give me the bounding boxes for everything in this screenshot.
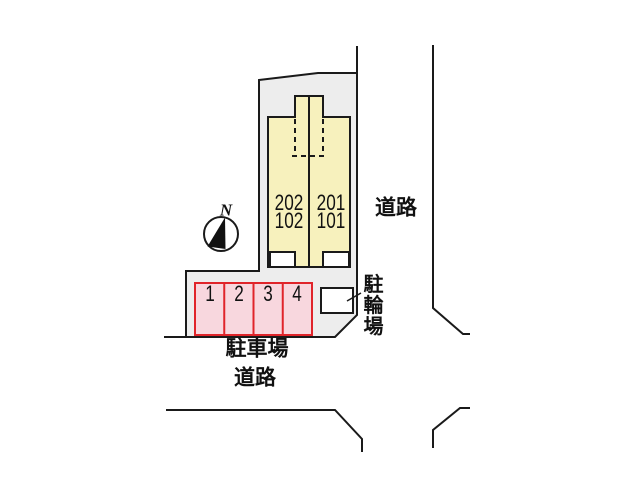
north-label: N bbox=[219, 200, 233, 220]
bicycle-parking-leader-line bbox=[346, 292, 362, 302]
road-edge-bottom-lower bbox=[166, 409, 363, 452]
unit-202-102-label: 202 102 bbox=[274, 190, 304, 233]
road-edge-right-outer bbox=[432, 45, 470, 335]
parking-space-1-label: 1 bbox=[205, 281, 215, 306]
road-right-label: 道路 bbox=[375, 196, 417, 220]
entrance-porch-right bbox=[322, 251, 350, 268]
compass-needle bbox=[207, 217, 226, 249]
road-edge-corner-southeast bbox=[432, 407, 470, 448]
unit-201-label: 201 bbox=[316, 190, 346, 215]
unit-202-label: 202 bbox=[274, 190, 304, 215]
parking-space-4-label: 4 bbox=[292, 281, 302, 306]
entrance-porch-left bbox=[269, 251, 296, 268]
unit-101-label: 101 bbox=[316, 208, 346, 233]
unit-201-101-label: 201 101 bbox=[316, 190, 346, 233]
parking-space-2-label: 2 bbox=[234, 281, 244, 306]
bicycle-parking-label: 駐輪場 bbox=[360, 273, 382, 337]
road-bottom-label: 道路 bbox=[234, 366, 276, 390]
parking-space-3-label: 3 bbox=[263, 281, 273, 306]
unit-102-label: 102 bbox=[274, 208, 304, 233]
parking-lot-label: 駐車場 bbox=[225, 337, 289, 361]
